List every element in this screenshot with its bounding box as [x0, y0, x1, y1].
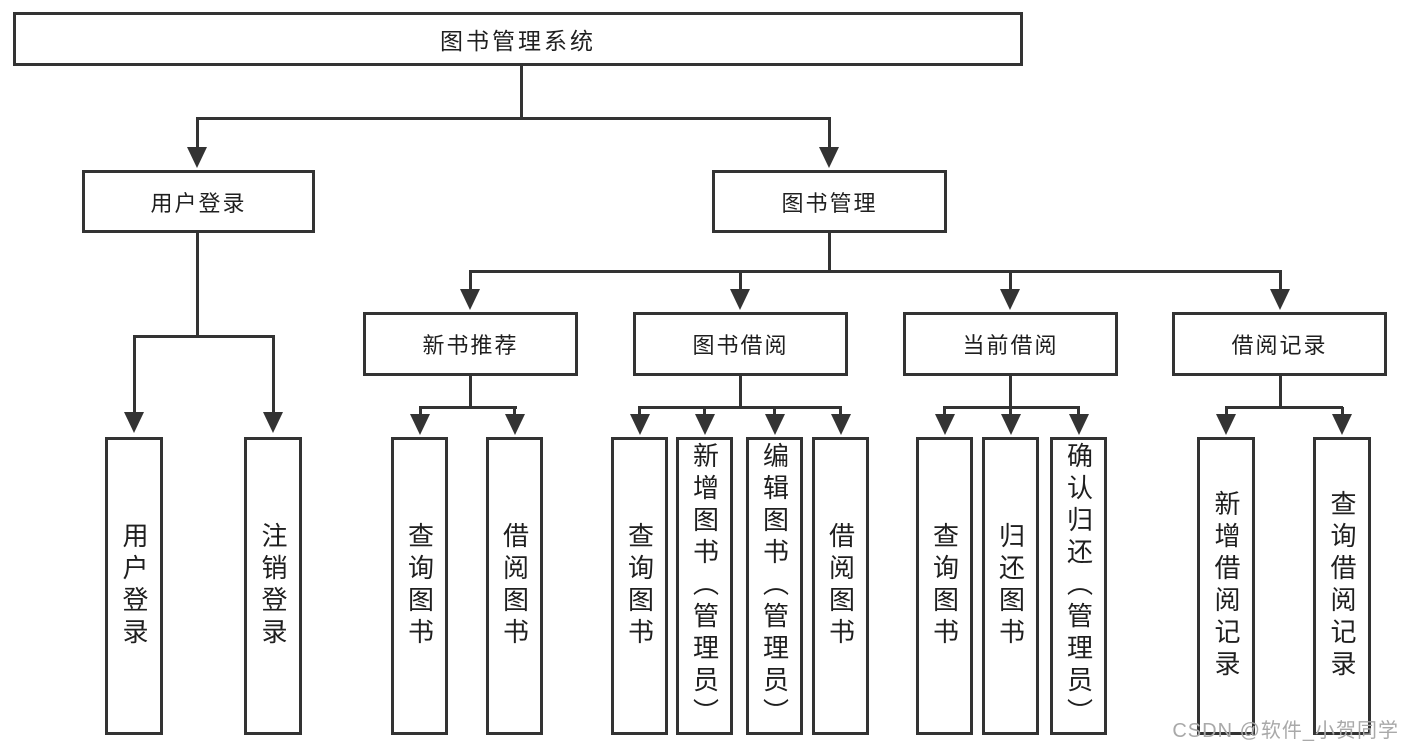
connector-arrow-to-book-borrowing	[730, 272, 750, 310]
connector-vline-book-mgmt	[827, 233, 831, 273]
node-book-borrowing: 图书借阅	[633, 312, 848, 376]
connector-arrow-to-leaf-query-record	[1332, 407, 1352, 435]
connector-vline-book-borrowing	[738, 376, 742, 408]
connector-arrow-to-leaf-user-login	[124, 336, 144, 433]
connector-hline-book-mgmt	[468, 270, 1282, 273]
connector-arrow-to-leaf-borrow-rec	[504, 407, 525, 435]
connector-vline-current-borrowing	[1008, 376, 1012, 408]
leaf-confirm-return-admin: 确认归还（管理员）	[1050, 437, 1107, 735]
connector-arrow-to-leaf-query-current	[934, 407, 955, 435]
connector-vline-borrow-records	[1278, 376, 1282, 408]
leaf-query-borrow-record: 查询借阅记录	[1313, 437, 1371, 735]
connector-arrow-to-leaf-query-borrow	[629, 407, 650, 435]
connector-vline-root	[519, 66, 523, 118]
connector-vline-user-login	[195, 233, 199, 337]
connector-arrow-to-leaf-add-book	[694, 407, 715, 435]
connector-hline-user-login	[132, 335, 275, 338]
leaf-borrow-books-borrowing: 借阅图书	[812, 437, 869, 735]
leaf-borrow-books-recommend: 借阅图书	[486, 437, 543, 735]
node-new-book-recommend: 新书推荐	[363, 312, 578, 376]
connector-arrow-to-leaf-return-book	[1000, 407, 1021, 435]
node-library-system: 图书管理系统	[13, 12, 1023, 66]
leaf-query-books-recommend: 查询图书	[391, 437, 448, 735]
leaf-add-borrow-record: 新增借阅记录	[1197, 437, 1255, 735]
node-book-management: 图书管理	[712, 170, 947, 233]
connector-arrow-to-new-recommend	[460, 272, 480, 310]
connector-arrow-to-book-mgmt	[819, 118, 839, 168]
leaf-add-books-admin: 新增图书（管理员）	[676, 437, 733, 735]
connector-arrow-to-leaf-borrow-borrow	[830, 407, 851, 435]
leaf-query-books-current: 查询图书	[916, 437, 973, 735]
node-borrow-records: 借阅记录	[1172, 312, 1387, 376]
connector-arrow-to-leaf-query-rec	[410, 407, 430, 435]
node-user-login: 用户登录	[82, 170, 315, 233]
connector-arrow-to-current-borrowing	[1000, 272, 1020, 310]
connector-hline-borrow-records	[1224, 406, 1343, 409]
connector-arrow-to-leaf-logout	[263, 336, 283, 433]
connector-arrow-to-user-login	[187, 118, 207, 168]
connector-arrow-to-leaf-confirm-return	[1068, 407, 1089, 435]
leaf-logout-login: 注销登录	[244, 437, 302, 735]
node-current-borrowing: 当前借阅	[903, 312, 1118, 376]
connector-hline-root	[195, 117, 831, 120]
connector-hline-new-recommend	[418, 406, 517, 409]
connector-hline-book-borrowing	[638, 406, 842, 409]
connector-vline-new-recommend	[468, 376, 472, 408]
leaf-return-books: 归还图书	[982, 437, 1039, 735]
leaf-query-books-borrowing: 查询图书	[611, 437, 668, 735]
csdn-watermark: CSDN @软件_小贺同学	[1172, 720, 1399, 742]
connector-arrow-to-borrow-records	[1270, 272, 1290, 310]
leaf-edit-books-admin: 编辑图书（管理员）	[746, 437, 803, 735]
connector-arrow-to-leaf-add-record	[1216, 407, 1236, 435]
leaf-user-login: 用户登录	[105, 437, 163, 735]
connector-arrow-to-leaf-edit-book	[764, 407, 785, 435]
